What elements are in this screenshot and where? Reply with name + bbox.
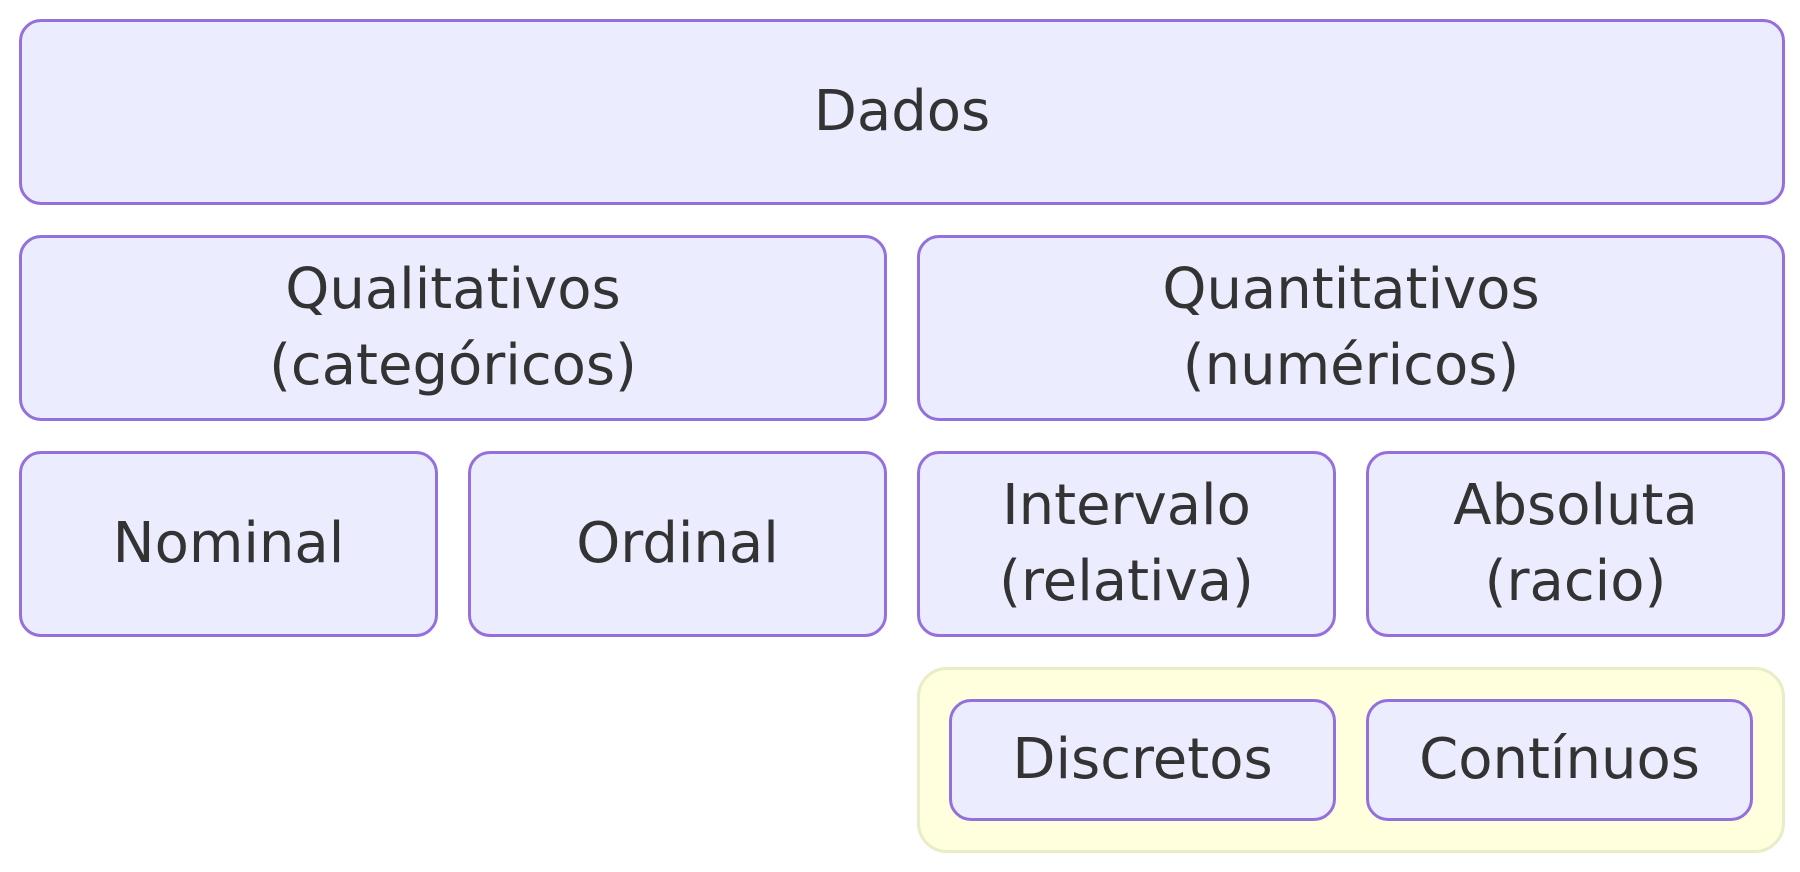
node-dados: Dados: [19, 19, 1785, 205]
node-absoluta-label: Absoluta (racio): [1453, 473, 1698, 614]
node-nominal-label: Nominal: [112, 511, 345, 576]
node-continuos-label: Contínuos: [1419, 727, 1700, 792]
node-quantitativos: Quantitativos (numéricos): [917, 235, 1785, 421]
node-continuos: Contínuos: [1366, 699, 1753, 821]
node-ordinal-label: Ordinal: [576, 511, 779, 576]
node-dados-label: Dados: [813, 79, 991, 144]
node-qualitativos: Qualitativos (categóricos): [19, 235, 887, 421]
node-intervalo-label: Intervalo (relativa): [999, 473, 1254, 614]
node-absoluta: Absoluta (racio): [1366, 451, 1785, 637]
node-quantitativos-label: Quantitativos (numéricos): [1162, 257, 1540, 398]
node-nominal: Nominal: [19, 451, 438, 637]
node-intervalo: Intervalo (relativa): [917, 451, 1336, 637]
node-discretos: Discretos: [949, 699, 1336, 821]
node-discretos-label: Discretos: [1012, 727, 1273, 792]
node-qualitativos-label: Qualitativos (categóricos): [269, 257, 637, 398]
node-ordinal: Ordinal: [468, 451, 887, 637]
